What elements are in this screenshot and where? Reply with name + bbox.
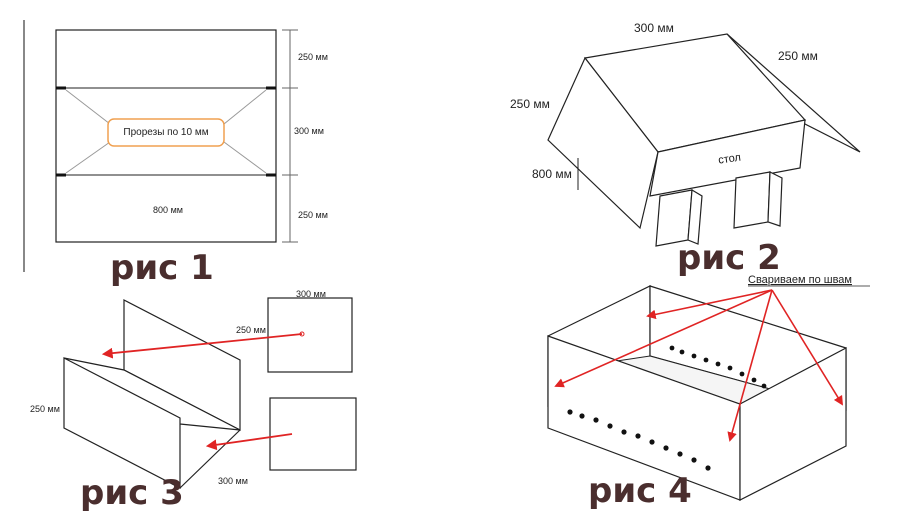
leg-front-right-side bbox=[767, 171, 783, 227]
figure-4: Свариваем по швам рис 4 bbox=[547, 274, 870, 511]
channel-edge bbox=[179, 429, 241, 489]
callout-line bbox=[223, 141, 267, 174]
dim-width: 800 мм bbox=[153, 205, 183, 215]
dim-left: 250 мм bbox=[510, 97, 550, 111]
callout-line bbox=[65, 89, 111, 125]
slot-note-label: Прорезы по 10 мм bbox=[123, 127, 208, 138]
dim-top: 300 мм bbox=[634, 21, 674, 35]
figure-1: Прорезы по 10 мм 250 мм 300 мм 250 мм 80… bbox=[23, 20, 328, 288]
box-front-face bbox=[649, 119, 806, 197]
dim-middle-height: 300 мм bbox=[294, 126, 324, 136]
dim-length: 800 мм bbox=[532, 167, 572, 181]
figure-3: 300 мм 250 мм 250 мм 300 мм рис 3 bbox=[30, 289, 357, 512]
figure-2-caption: рис 2 bbox=[677, 238, 781, 278]
dim-left-height: 250 мм bbox=[30, 404, 60, 414]
leg-front-left-side bbox=[687, 188, 703, 245]
end-panel-top bbox=[267, 297, 353, 373]
table-label: стол bbox=[717, 152, 741, 167]
figure-3-caption: рис 3 bbox=[80, 473, 184, 512]
dim-panel-top: 300 мм bbox=[296, 289, 326, 299]
arrow-origin-dot bbox=[299, 331, 305, 337]
end-panel-bottom bbox=[269, 397, 357, 471]
arrow-to-front bbox=[205, 433, 293, 451]
arrow-to-back bbox=[101, 333, 303, 359]
figure-1-caption: рис 1 bbox=[110, 248, 214, 288]
dim-right: 250 мм bbox=[778, 49, 818, 63]
weld-dots-front bbox=[567, 409, 711, 471]
dim-panel-side: 250 мм bbox=[236, 325, 266, 335]
weld-arrow bbox=[771, 289, 844, 406]
box4-right-wall bbox=[739, 347, 847, 501]
sheet-outline bbox=[55, 29, 277, 243]
dim-bottom-height: 250 мм bbox=[298, 210, 328, 220]
leg-front-right bbox=[733, 171, 771, 229]
weld-arrow bbox=[554, 289, 773, 388]
box-left-face bbox=[547, 56, 659, 230]
weld-note: Свариваем по швам bbox=[748, 274, 852, 286]
weld-dots-inner bbox=[669, 345, 767, 389]
figure-4-caption: рис 4 bbox=[588, 471, 692, 511]
callout-line bbox=[223, 89, 267, 125]
dim-top-height: 250 мм bbox=[298, 52, 328, 62]
callout-line bbox=[65, 141, 111, 174]
weld-arrow bbox=[646, 289, 773, 320]
weld-arrow bbox=[727, 289, 773, 442]
dim-bottom: 300 мм bbox=[218, 476, 248, 486]
slot-note-box bbox=[107, 118, 225, 147]
figure-2: стол 300 мм 250 мм 250 мм 800 мм рис 2 bbox=[510, 21, 861, 278]
